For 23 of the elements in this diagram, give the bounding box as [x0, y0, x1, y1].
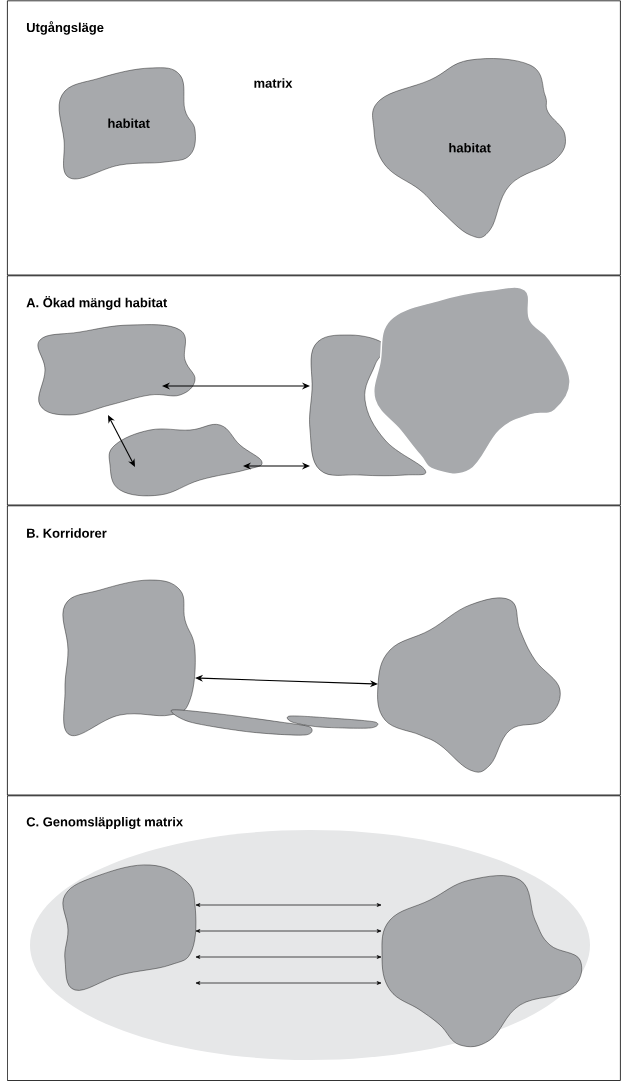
habitat-patch [37, 324, 196, 416]
corridor-strip [170, 709, 313, 736]
double-arrow [243, 462, 310, 470]
habitat-patch [62, 579, 196, 736]
double-arrow [195, 955, 382, 959]
double-arrow [195, 981, 382, 985]
double-arrow [108, 415, 135, 467]
panel: A. Ökad mängd habitat [7, 275, 621, 506]
panel: B. Korridorer [7, 505, 621, 796]
area-label: matrix [254, 78, 293, 88]
habitat-patch [309, 334, 426, 476]
double-arrow [162, 382, 310, 390]
habitat-patch: habitat [58, 67, 196, 180]
habitat-patch [62, 864, 197, 991]
habitat-patch: habitat [372, 58, 566, 238]
habitat-patch [381, 875, 582, 1047]
corridor-strip [287, 715, 379, 729]
habitat-patch [373, 286, 571, 475]
habitat-patch [377, 597, 561, 773]
habitat-patch [108, 424, 263, 497]
panel: C. Genomsläppligt matrix [7, 795, 621, 1081]
double-arrow [195, 903, 382, 907]
double-arrow [195, 929, 382, 933]
